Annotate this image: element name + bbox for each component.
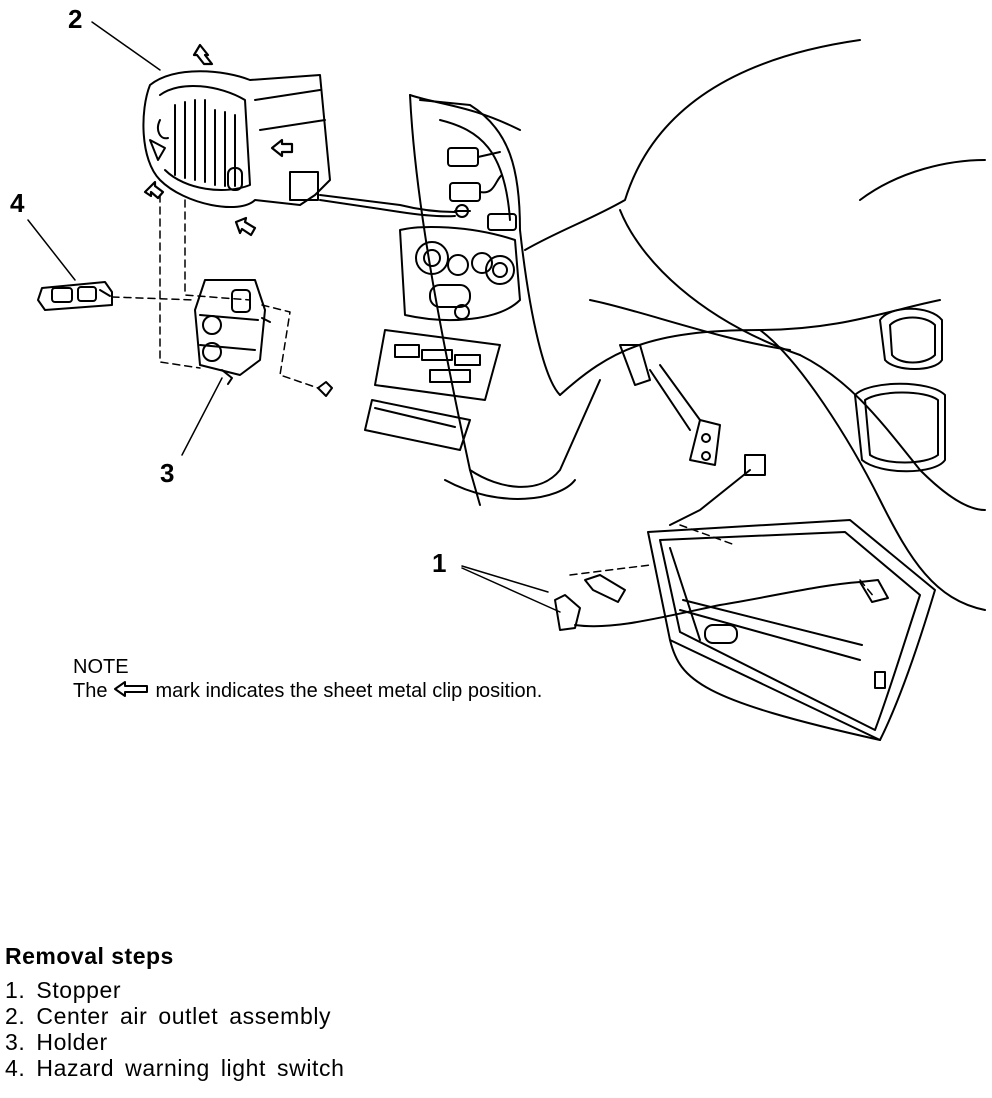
list-item: 2. Center air outlet assembly xyxy=(5,1003,332,1029)
center-console-panel xyxy=(399,226,521,321)
callout-2: 2 xyxy=(68,4,83,34)
callout-3: 3 xyxy=(160,458,175,488)
callout-leader-lines xyxy=(27,21,561,613)
callout-4: 4 xyxy=(10,188,25,218)
center-air-outlet-assembly xyxy=(142,70,456,218)
audio-unit xyxy=(364,329,501,451)
glove-box xyxy=(619,344,936,741)
exploded-view-diagram xyxy=(27,21,986,741)
outline-arrow-left-icon xyxy=(113,680,149,704)
holder-part xyxy=(194,279,333,397)
note-text: The mark indicates the sheet metal clip p… xyxy=(73,679,542,704)
stopper-parts xyxy=(554,574,889,631)
removal-steps-list: 1. Stopper 2. Center air outlet assembly… xyxy=(5,977,345,1081)
note-block: NOTE The mark indicates the sheet metal c… xyxy=(73,655,542,704)
instrument-panel xyxy=(409,39,986,611)
note-prefix: The xyxy=(73,680,108,702)
note-heading: NOTE xyxy=(73,656,129,678)
callout-1: 1 xyxy=(432,548,447,578)
list-item: 4. Hazard warning light switch xyxy=(5,1055,345,1081)
dash-connectors xyxy=(447,147,517,231)
removal-steps-heading: Removal steps xyxy=(5,943,174,969)
side-air-vent xyxy=(854,307,946,473)
hazard-switch-part xyxy=(37,281,113,311)
list-item: 3. Holder xyxy=(5,1029,108,1055)
list-item: 1. Stopper xyxy=(5,977,122,1003)
removal-steps: Removal steps 1. Stopper 2. Center air o… xyxy=(5,943,345,1081)
assembly-dashed-lines xyxy=(111,194,876,599)
note-suffix: mark indicates the sheet metal clip posi… xyxy=(155,680,543,702)
